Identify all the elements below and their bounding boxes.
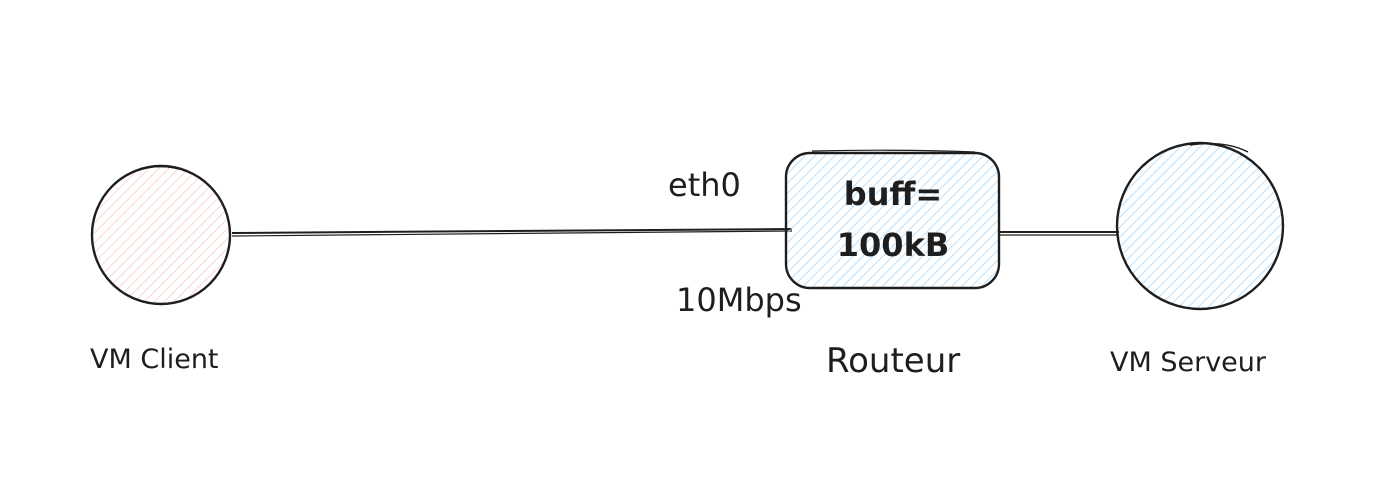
bandwidth-label: 10Mbps xyxy=(676,281,802,319)
router-buffer-line1: buff= xyxy=(844,175,942,213)
router-node[interactable] xyxy=(784,149,1001,290)
client-node[interactable] xyxy=(90,164,232,306)
router-label: Routeur xyxy=(826,341,960,381)
interface-label: eth0 xyxy=(668,166,741,204)
router-buffer-line2: 100kB xyxy=(837,226,949,264)
link-client-router xyxy=(231,228,793,237)
link-router-server xyxy=(1000,231,1119,236)
server-label: VM Serveur xyxy=(1110,347,1267,378)
server-node[interactable] xyxy=(1115,141,1285,311)
client-label: VM Client xyxy=(90,344,219,375)
